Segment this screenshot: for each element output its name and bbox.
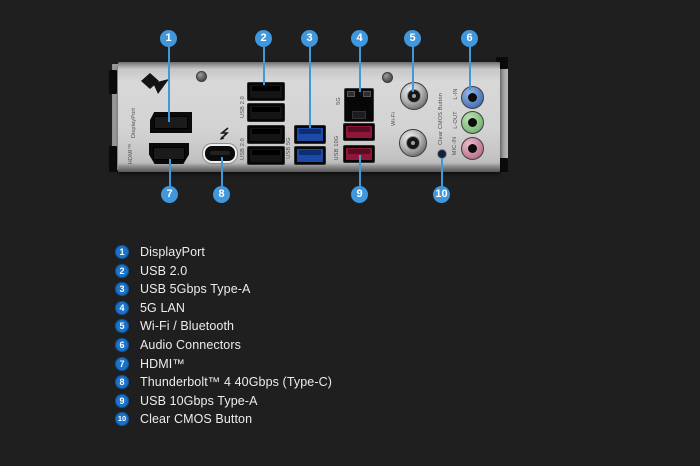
legend-label-9: USB 10Gbps Type-A [140,393,258,408]
legend-item-audio-connectors: 6 Audio Connectors [115,337,332,352]
lan-5g-label: 5G [336,97,342,105]
displayport-label: DisplayPort [131,107,137,139]
legend-label-2: USB 2.0 [140,263,188,278]
legend-label-10: Clear CMOS Button [140,412,253,427]
callout-line-1 [168,47,170,122]
wifi-antenna-connector [400,82,428,110]
legend-item-clear-cmos: 10 Clear CMOS Button [115,412,332,427]
callout-line-5 [412,47,414,92]
usb2-port [247,125,285,144]
usb-10g-port [343,145,375,163]
bracket-right [500,62,508,170]
bracket-left [112,64,120,170]
line-in-label: L-IN [453,88,459,100]
callout-1: 1 [160,30,177,47]
callout-line-8 [221,157,223,187]
legend-num-4: 4 [115,300,129,315]
callout-9: 9 [351,186,368,203]
callout-5: 5 [404,30,421,47]
legend-num-2: 2 [115,263,129,278]
callout-3: 3 [301,30,318,47]
hdmi-label: HDMI™ [128,143,134,165]
legend-label-1: DisplayPort [140,245,206,259]
callout-2: 2 [255,30,272,47]
callout-line-4 [359,47,361,92]
legend-num-1: 1 [115,245,129,259]
legend: 1 DisplayPort 2 USB 2.0 3 USB 5Gbps Type… [115,245,332,427]
callout-6: 6 [461,30,478,47]
usb-5g-port [294,146,326,165]
usb2-port [247,82,285,101]
legend-label-5: Wi-Fi / Bluetooth [140,319,235,334]
legend-label-4: 5G LAN [140,300,186,315]
lan-port [344,88,374,122]
legend-label-3: USB 5Gbps Type-A [140,282,251,297]
legend-item-usb10g: 9 USB 10Gbps Type-A [115,393,332,408]
mic-in-jack [461,137,484,160]
line-out-jack [461,111,484,134]
hdmi-port [149,143,189,164]
screw-icon [382,72,393,83]
callout-4: 4 [351,30,368,47]
legend-item-wifi-bluetooth: 5 Wi-Fi / Bluetooth [115,319,332,334]
usb2-label-bottom: USB 2.0 [240,138,246,160]
legend-item-hdmi: 7 HDMI™ [115,356,332,371]
callout-line-7 [169,159,171,187]
screw-icon [196,71,207,82]
callout-line-3 [309,47,311,128]
legend-item-thunderbolt: 8 Thunderbolt™ 4 40Gbps (Type-C) [115,375,332,390]
legend-num-8: 8 [115,375,129,390]
usb-10g-port [343,123,375,141]
thunderbolt-port [203,144,237,163]
line-in-jack [461,86,484,109]
usb2-port [247,103,285,122]
bracket-left-tab-bottom [109,146,117,172]
legend-num-10: 10 [115,412,129,427]
legend-item-usb20: 2 USB 2.0 [115,263,332,278]
legend-label-6: Audio Connectors [140,337,241,352]
msi-logo-icon [141,73,169,94]
line-out-label: L-OUT [453,111,459,129]
callout-line-10 [441,158,443,187]
legend-num-6: 6 [115,337,129,352]
legend-num-7: 7 [115,356,129,371]
callout-line-6 [469,47,471,90]
legend-num-5: 5 [115,319,129,334]
clear-cmos-label: Clear CMOS Button [438,92,444,146]
callout-10: 10 [433,186,450,203]
callout-line-9 [359,155,361,187]
callout-8: 8 [213,186,230,203]
usb-10g-label: USB 10G [334,135,340,161]
legend-num-3: 3 [115,282,129,297]
wifi-antenna-connector [399,129,427,157]
legend-num-9: 9 [115,393,129,408]
legend-item-displayport: 1 DisplayPort [115,245,332,259]
usb-5g-label: USB 5G [286,137,292,159]
usb-5g-port [294,125,326,144]
usb2-port [247,146,285,165]
thunderbolt-icon [219,127,229,140]
bracket-left-tab-top [109,70,117,94]
displayport-port [150,112,192,133]
wifi-label: Wi-Fi [391,112,397,126]
legend-label-7: HDMI™ [140,356,185,371]
legend-item-usb5g: 3 USB 5Gbps Type-A [115,282,332,297]
usb2-label-top: USB 2.0 [240,96,246,118]
mic-in-label: MIC-IN [452,136,458,156]
callout-line-2 [263,47,265,85]
callout-7: 7 [161,186,178,203]
legend-item-5g-lan: 4 5G LAN [115,300,332,315]
legend-label-8: Thunderbolt™ 4 40Gbps (Type-C) [140,375,332,390]
